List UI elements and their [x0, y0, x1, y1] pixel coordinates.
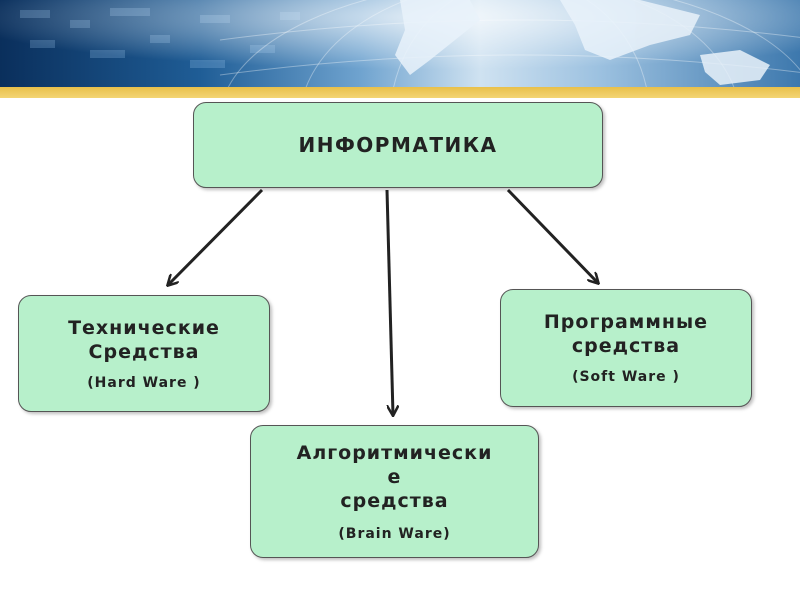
header-accent-band — [0, 87, 800, 98]
arrow-to-hardware — [168, 188, 264, 285]
node-hardware-subtitle: (Hard Ware ) — [87, 374, 201, 391]
node-software-title-line2: средства — [571, 335, 681, 357]
node-brainware-title-line3: средства — [340, 489, 449, 512]
node-software-subtitle: (Soft Ware ) — [572, 369, 680, 385]
arrow-to-brainware — [385, 189, 393, 415]
header-banner — [0, 0, 800, 87]
node-brainware: Алгоритмически е средства (Brain Ware) — [250, 425, 539, 558]
node-informatics-title: ИНФОРМАТИКА — [298, 133, 498, 157]
node-hardware-title-line2: Средства — [88, 340, 200, 363]
node-informatics: ИНФОРМАТИКА — [193, 102, 603, 188]
globe-map-graphic — [0, 0, 800, 87]
arrow-to-software — [506, 188, 598, 283]
node-hardware-title-line1: Технические — [68, 316, 220, 339]
node-brainware-title-line2: е — [387, 465, 402, 488]
node-brainware-title-line1: Алгоритмически — [296, 441, 493, 464]
node-software: Программные средства (Soft Ware ) — [500, 289, 752, 407]
node-brainware-subtitle: (Brain Ware) — [338, 525, 451, 542]
node-software-title-line1: Программные — [543, 311, 709, 333]
node-hardware: Технические Средства (Hard Ware ) — [18, 295, 270, 412]
